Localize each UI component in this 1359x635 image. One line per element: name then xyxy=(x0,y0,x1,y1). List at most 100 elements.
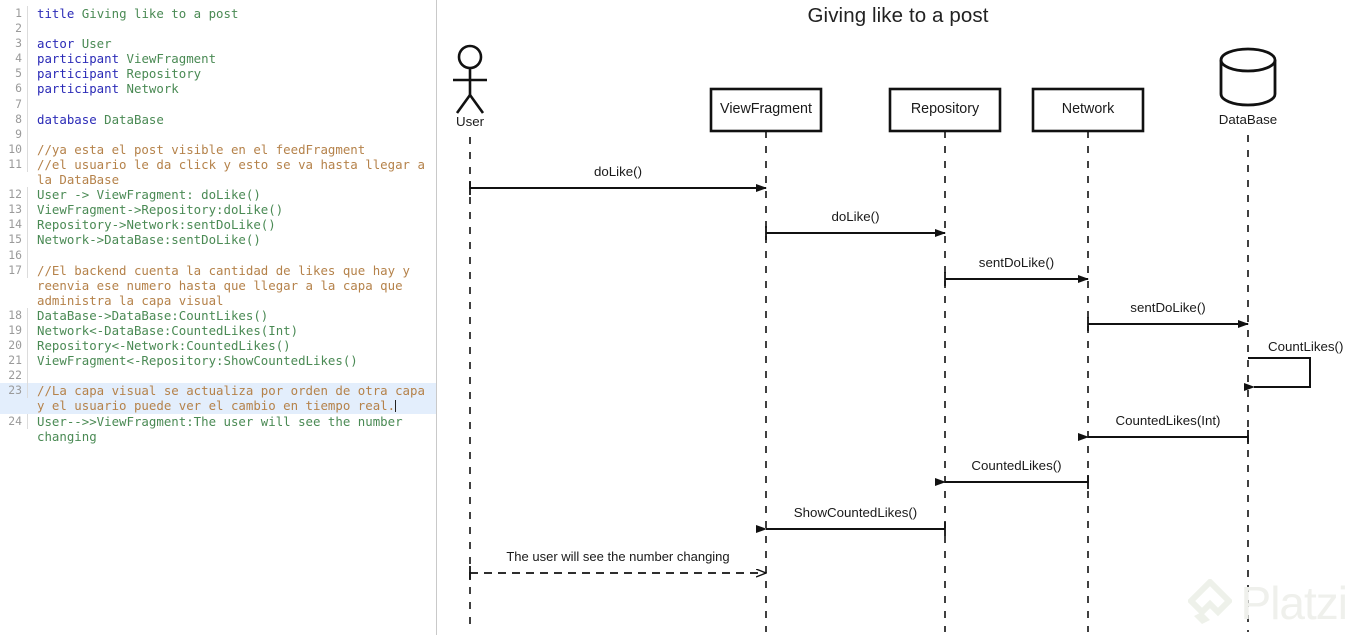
code-line-text[interactable]: participant ViewFragment xyxy=(28,51,436,66)
self-message xyxy=(1244,357,1311,391)
message-label: CountLikes() xyxy=(1268,339,1344,354)
line-number: 19 xyxy=(0,322,28,339)
code-token: //La capa visual se actualiza por orden … xyxy=(37,383,433,414)
code-line[interactable]: 13 ViewFragment->Repository:doLike() xyxy=(0,202,436,218)
code-token: ViewFragment xyxy=(126,51,217,67)
line-number: 12 xyxy=(0,187,28,203)
code-line[interactable]: 20 Repository<-Network:CountedLikes() xyxy=(0,338,436,354)
message-label: CountedLikes() xyxy=(971,458,1062,473)
code-line-text[interactable]: Repository->Network:sentDoLike() xyxy=(28,217,436,232)
code-token: //El backend cuenta la cantidad de likes… xyxy=(37,262,418,308)
code-line[interactable]: 2 xyxy=(0,21,436,37)
code-line-text[interactable]: participant Network xyxy=(28,81,436,96)
code-line-text[interactable]: title Giving like to a post xyxy=(28,6,436,21)
code-token: User xyxy=(81,36,112,52)
message-label: CountedLikes(Int) xyxy=(1115,413,1221,428)
code-line[interactable]: 21 ViewFragment<-Repository:ShowCountedLi… xyxy=(0,353,436,369)
line-number: 20 xyxy=(0,338,28,354)
line-number: 1 xyxy=(0,6,28,22)
code-line-text[interactable]: database DataBase xyxy=(28,112,436,127)
code-line-text[interactable]: //ya esta el post visible en el feedFrag… xyxy=(28,142,436,157)
line-number: 4 xyxy=(0,51,28,67)
message-label: doLike() xyxy=(593,164,643,179)
code-token: User -> ViewFragment: doLike() xyxy=(37,187,261,203)
code-token: ViewFragment<-Repository:ShowCountedLike… xyxy=(37,353,358,369)
code-token: Network<-DataBase:CountedLikes(Int) xyxy=(37,322,299,338)
diagram-canvas xyxy=(453,44,1311,632)
line-number: 24 xyxy=(0,413,28,429)
line-number: 6 xyxy=(0,81,28,97)
code-token: actor xyxy=(37,36,82,52)
code-token: Network xyxy=(126,81,179,97)
code-line[interactable]: 10 //ya esta el post visible en el feedFr… xyxy=(0,141,436,157)
code-token: title xyxy=(37,6,75,21)
code-line-text[interactable] xyxy=(28,368,436,383)
code-line-text[interactable]: User -> ViewFragment: doLike() xyxy=(28,187,436,202)
code-line-text[interactable] xyxy=(28,248,436,263)
code-line-text[interactable]: Network<-DataBase:CountedLikes(Int) xyxy=(28,323,436,338)
code-token: //ya esta el post visible en el feedFrag… xyxy=(37,141,366,157)
database-cylinder xyxy=(1219,47,1277,107)
code-line[interactable]: 19 Network<-DataBase:CountedLikes(Int) xyxy=(0,322,436,339)
line-number: 17 xyxy=(0,262,28,278)
code-line[interactable]: 22 xyxy=(0,368,436,384)
code-line[interactable]: 9 xyxy=(0,126,436,142)
line-number: 23 xyxy=(0,383,28,399)
message-label: sentDoLike() xyxy=(978,255,1055,270)
code-line-text[interactable]: actor User xyxy=(28,36,436,51)
code-token: participant xyxy=(37,51,127,67)
code-line[interactable]: 11//el usuario le da click y esto se va … xyxy=(0,156,436,187)
code-line-text[interactable] xyxy=(28,21,436,36)
code-line-text[interactable]: DataBase->DataBase:CountLikes() xyxy=(28,308,436,323)
code-line-text[interactable]: //el usuario le da click y esto se va ha… xyxy=(28,157,436,187)
code-token: Repository->Network:sentDoLike() xyxy=(37,217,276,233)
line-number: 2 xyxy=(0,21,28,37)
code-line[interactable]: 24 User-->>ViewFragment:The user will see… xyxy=(0,413,436,444)
line-number: 13 xyxy=(0,202,28,218)
code-token: Repository<-Network:CountedLikes() xyxy=(37,338,291,354)
code-line-text[interactable]: ViewFragment<-Repository:ShowCountedLike… xyxy=(28,353,436,368)
code-line[interactable]: 12 User -> ViewFragment: doLike() xyxy=(0,187,436,203)
line-number: 5 xyxy=(0,66,28,82)
code-line[interactable]: 7 xyxy=(0,96,436,112)
code-token: database xyxy=(37,111,105,127)
code-line-text[interactable]: participant Repository xyxy=(28,66,436,81)
participant-box xyxy=(888,87,1002,133)
line-number: 21 xyxy=(0,353,28,369)
line-number: 8 xyxy=(0,111,28,127)
line-number: 15 xyxy=(0,232,28,248)
message-label: ShowCountedLikes() xyxy=(793,505,918,520)
participant-box xyxy=(709,87,823,133)
code-line-text[interactable]: ViewFragment->Repository:doLike() xyxy=(28,202,436,217)
code-line-text[interactable]: Repository<-Network:CountedLikes() xyxy=(28,338,436,353)
code-line-text[interactable] xyxy=(28,127,436,142)
line-number: 22 xyxy=(0,368,28,384)
code-line[interactable]: 23 //La capa visual se actualiza por orde… xyxy=(0,383,436,414)
code-line[interactable]: 16 xyxy=(0,247,436,263)
code-line-text[interactable]: //El backend cuenta la cantidad de likes… xyxy=(28,263,436,308)
code-token: ViewFragment->Repository:doLike() xyxy=(37,202,284,218)
code-line-text[interactable]: //La capa visual se actualiza por orden … xyxy=(28,383,436,413)
code-line-text[interactable]: User-->>ViewFragment:The user will see t… xyxy=(28,414,436,444)
code-token: User-->>ViewFragment:The user will see t… xyxy=(37,413,410,444)
code-token: participant xyxy=(37,81,127,97)
code-line[interactable]: 17 //El backend cuenta la cantidad de lik… xyxy=(0,262,436,308)
code-line-text[interactable] xyxy=(28,97,436,112)
line-number: 10 xyxy=(0,141,28,157)
code-token: Repository xyxy=(126,66,202,82)
actor-figure xyxy=(453,44,487,114)
message-label: The user will see the number changing xyxy=(506,549,730,564)
code-line-text[interactable]: Network->DataBase:sentDoLike() xyxy=(28,232,436,247)
